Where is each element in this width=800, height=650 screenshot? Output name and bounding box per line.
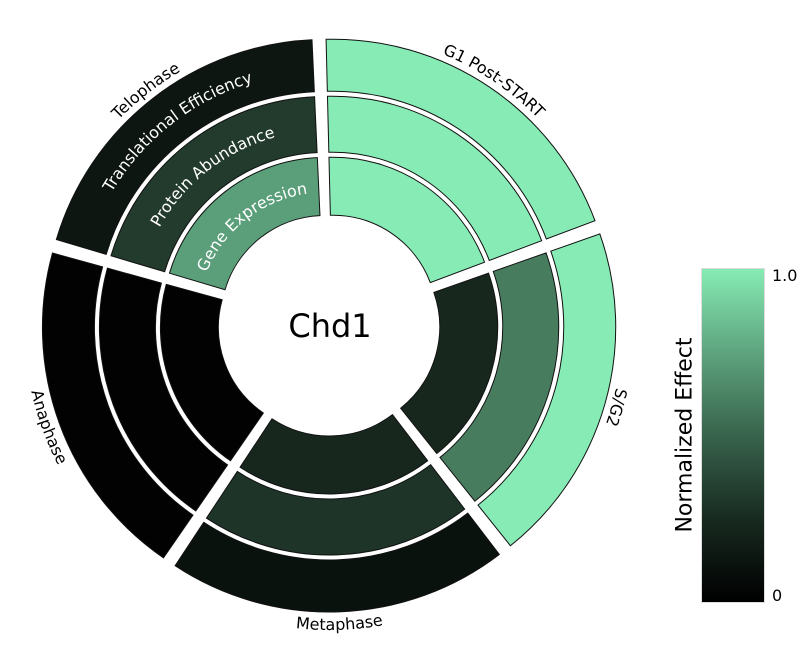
segment-g1-post-start-protein-abundance[interactable] [326,95,543,262]
segment-telophase-translational-efficiency[interactable] [55,39,315,255]
colorbar [701,268,765,603]
segment-anaphase-translational-efficiency[interactable] [41,252,194,559]
colorbar-tick-min: 0 [772,586,783,605]
segment-anaphase-protein-abundance[interactable] [98,267,229,512]
segment-telophase-gene-expression[interactable] [168,157,321,291]
colorbar-label: Normalized Effect [672,337,698,533]
segment-g1-post-start-gene-expression[interactable] [328,156,486,284]
phase-label-metaphase: Metaphase [295,610,384,634]
segment-s-g2-translational-efficiency[interactable] [477,233,617,547]
segment-metaphase-translational-efficiency[interactable] [174,512,501,613]
segment-g1-post-start-translational-efficiency[interactable] [325,38,596,240]
segment-s-g2-gene-expression[interactable] [399,272,499,455]
segment-metaphase-gene-expression[interactable] [239,413,429,495]
segment-metaphase-protein-abundance[interactable] [205,463,466,556]
colorbar-tick-max: 1.0 [772,266,798,285]
center-title: Chd1 [288,307,371,345]
segment-s-g2-protein-abundance[interactable] [439,252,560,502]
segment-telophase-protein-abundance[interactable] [110,96,318,273]
segment-anaphase-gene-expression[interactable] [159,283,265,462]
